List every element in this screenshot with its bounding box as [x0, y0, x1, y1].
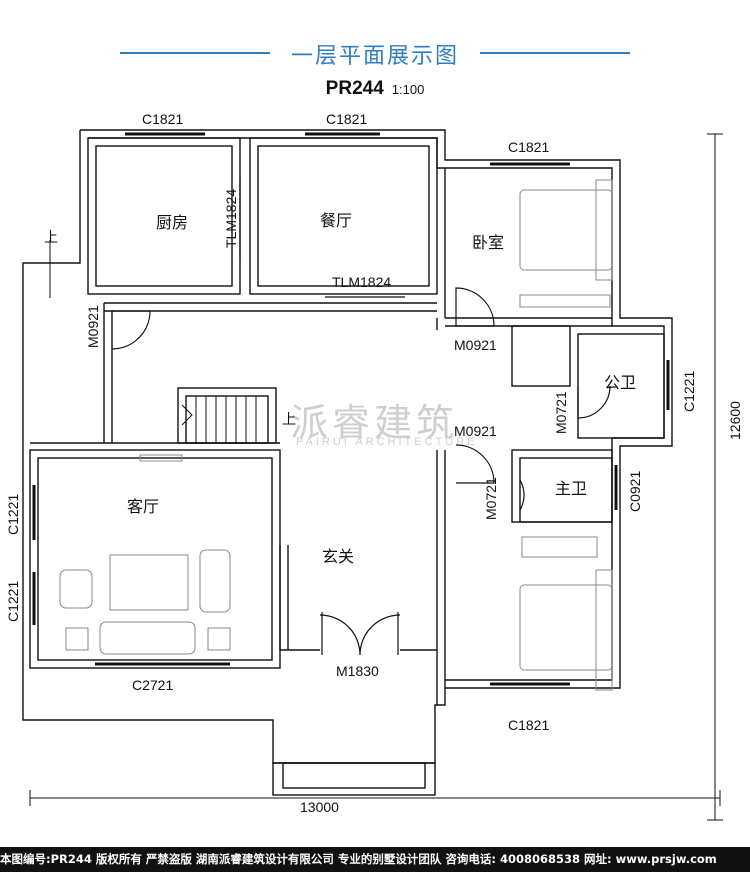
windows — [32, 132, 670, 686]
label-m0721-public: M0721 — [553, 391, 569, 434]
label-c2721: C2721 — [132, 677, 173, 693]
room-master-bath: 主卫 — [555, 479, 587, 498]
label-c1221-living-lower: C1221 — [5, 581, 21, 622]
floor-plan: 厨房 餐厅 卧室 公卫 主卫 客厅 玄关 C1821 C1821 C1821 C… — [5, 111, 743, 821]
label-m1830: M1830 — [336, 663, 379, 679]
title-rule-right — [480, 52, 630, 54]
label-c1821-bedroom-top: C1821 — [508, 139, 549, 155]
room-kitchen: 厨房 — [156, 213, 188, 232]
stair-treads — [181, 396, 257, 443]
room-dining: 餐厅 — [320, 211, 352, 230]
plan-scale: 1:100 — [391, 82, 425, 97]
walls — [22, 129, 673, 796]
title-rule-left — [120, 52, 270, 54]
doors — [111, 178, 611, 656]
label-c1221-living-upper: C1221 — [5, 494, 21, 535]
label-m0721-master: M0721 — [483, 477, 499, 520]
label-c0921-master: C0921 — [627, 471, 643, 512]
label-c1821-kitchen: C1821 — [142, 111, 183, 127]
label-c1821-dining: C1821 — [326, 111, 367, 127]
plan-code-line: PR244 1:100 — [0, 78, 750, 100]
label-stair-up-left: 上 — [44, 229, 58, 245]
watermark-sub: PAIRUI ARCHITECTURE — [296, 436, 478, 448]
label-dimension-width: 13000 — [300, 799, 339, 815]
label-m0921-left: M0921 — [85, 305, 101, 348]
dimension-lines — [29, 133, 723, 821]
room-public-bath: 公卫 — [604, 373, 636, 392]
footer-text: 本图编号:PR244 版权所有 严禁盗版 湖南派睿建筑设计有限公司 专业的别墅设… — [0, 852, 717, 866]
watermark: 派睿建筑 — [290, 401, 459, 445]
label-m0921-bedroom: M0921 — [454, 337, 497, 353]
label-c1821-bedroom-bottom: C1821 — [508, 717, 549, 733]
label-tlm1824-vertical: TLM1824 — [223, 189, 239, 248]
label-dimension-height: 12600 — [727, 401, 743, 440]
footer-bar: 本图编号:PR244 版权所有 严禁盗版 湖南派睿建筑设计有限公司 专业的别墅设… — [0, 847, 750, 872]
label-tlm1824-horizontal: TLM1824 — [332, 274, 391, 290]
page-title: 一层平面展示图 — [290, 44, 459, 69]
label-stair-up-center: 上 — [282, 411, 296, 427]
room-bedroom-1: 卧室 — [472, 233, 504, 252]
room-foyer: 玄关 — [322, 547, 354, 566]
label-m0921-lower: M0921 — [454, 423, 497, 439]
furniture — [59, 179, 613, 691]
room-living: 客厅 — [127, 497, 159, 516]
header: 一层平面展示图 — [0, 0, 750, 70]
plan-code: PR244 — [325, 78, 384, 99]
label-c1221-public: C1221 — [681, 371, 697, 412]
